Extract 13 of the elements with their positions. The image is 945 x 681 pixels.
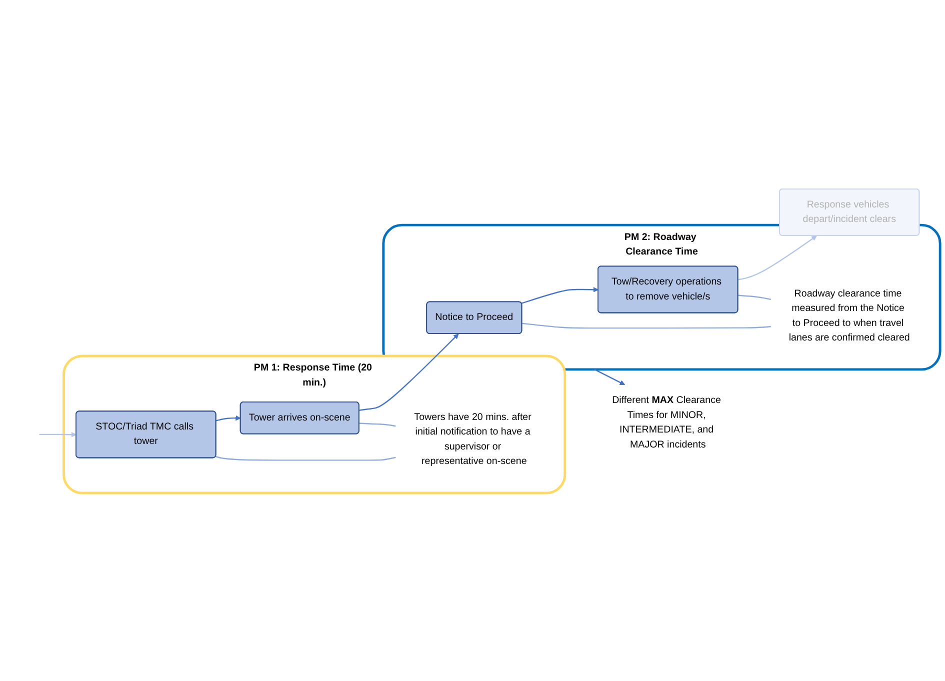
arrow [738, 235, 817, 280]
arrow [216, 414, 241, 421]
connector [738, 294, 771, 300]
connector [522, 322, 771, 328]
connector [216, 455, 396, 460]
node-text: Towers have 20 mins. after initial notification to have a supervisor or representative on-scene [414, 412, 532, 466]
node-text: Roadway clearance time measured from the Notice to Proceed to when travel lanes are confirmed cleared [788, 288, 910, 343]
arrow [359, 333, 459, 410]
node-text: Different MAX Clearance Times for MINOR, INTERMEDIATE, and MAJOR incidents [612, 394, 721, 450]
arrow [39, 431, 77, 437]
arrow [594, 368, 626, 385]
connector [359, 422, 396, 426]
arrow [521, 286, 599, 304]
